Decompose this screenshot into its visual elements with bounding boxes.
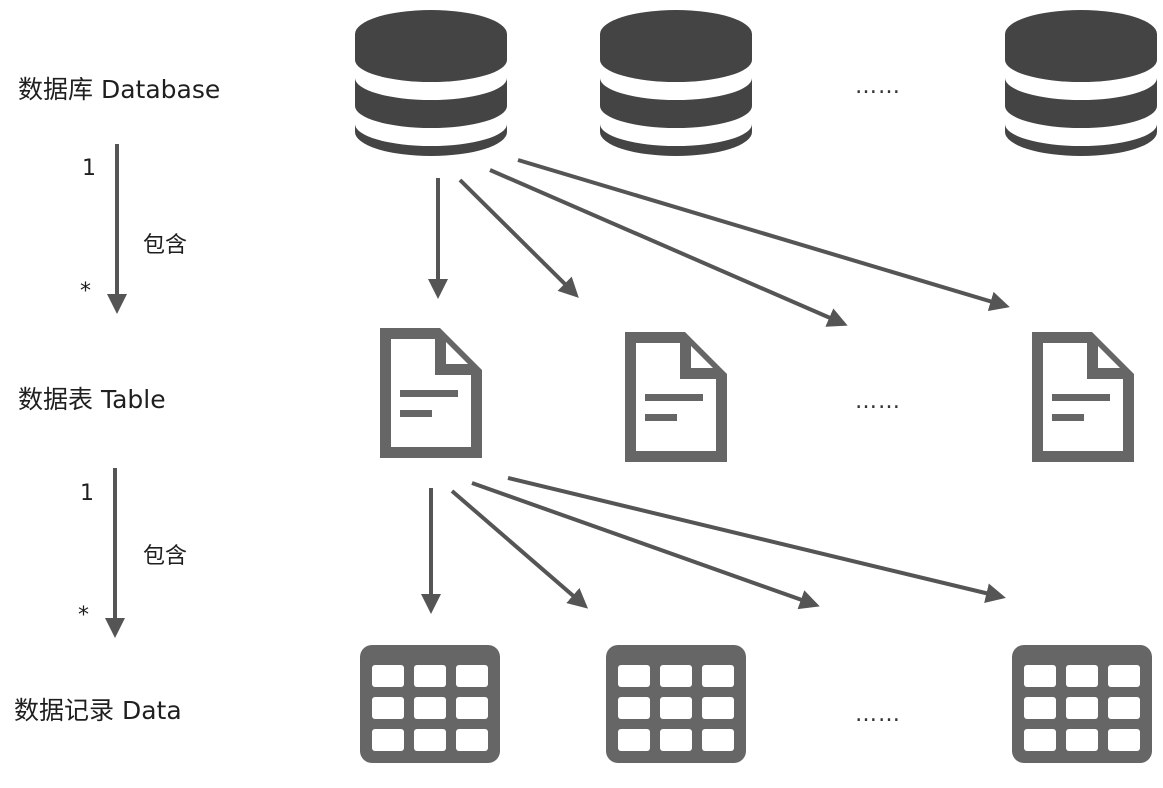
grid-table-icon xyxy=(1012,645,1152,763)
table-ellipsis: …… xyxy=(855,389,901,414)
database-ellipsis: …… xyxy=(855,74,901,99)
document-icon xyxy=(625,332,727,462)
grid-table-icon xyxy=(360,645,500,763)
grid-table-icon xyxy=(606,645,746,763)
fanout-arrow xyxy=(489,168,848,327)
document-icon xyxy=(380,328,482,458)
database-icon xyxy=(355,10,507,156)
fanout-arrow xyxy=(507,476,1006,603)
data-row-label: 数据记录 Data xyxy=(14,696,182,725)
relation-many-label: * xyxy=(78,603,89,628)
table-row-label: 数据表 Table xyxy=(18,385,166,414)
document-icon xyxy=(1032,332,1134,462)
database-icon xyxy=(600,10,752,156)
fanout-arrow xyxy=(458,178,579,298)
database-icon xyxy=(1005,10,1157,156)
relation-verb-label: 包含 xyxy=(143,544,187,569)
relation-many-label: * xyxy=(80,279,91,304)
fanout-arrow xyxy=(517,158,1010,311)
relation-one-label: 1 xyxy=(82,156,96,181)
fanout-arrow xyxy=(471,481,820,610)
data-ellipsis: …… xyxy=(855,702,901,727)
relation-verb-label: 包含 xyxy=(143,233,187,258)
database-row-label: 数据库 Database xyxy=(18,75,220,104)
fanout-arrow xyxy=(450,489,589,609)
relation-one-label: 1 xyxy=(80,481,94,506)
